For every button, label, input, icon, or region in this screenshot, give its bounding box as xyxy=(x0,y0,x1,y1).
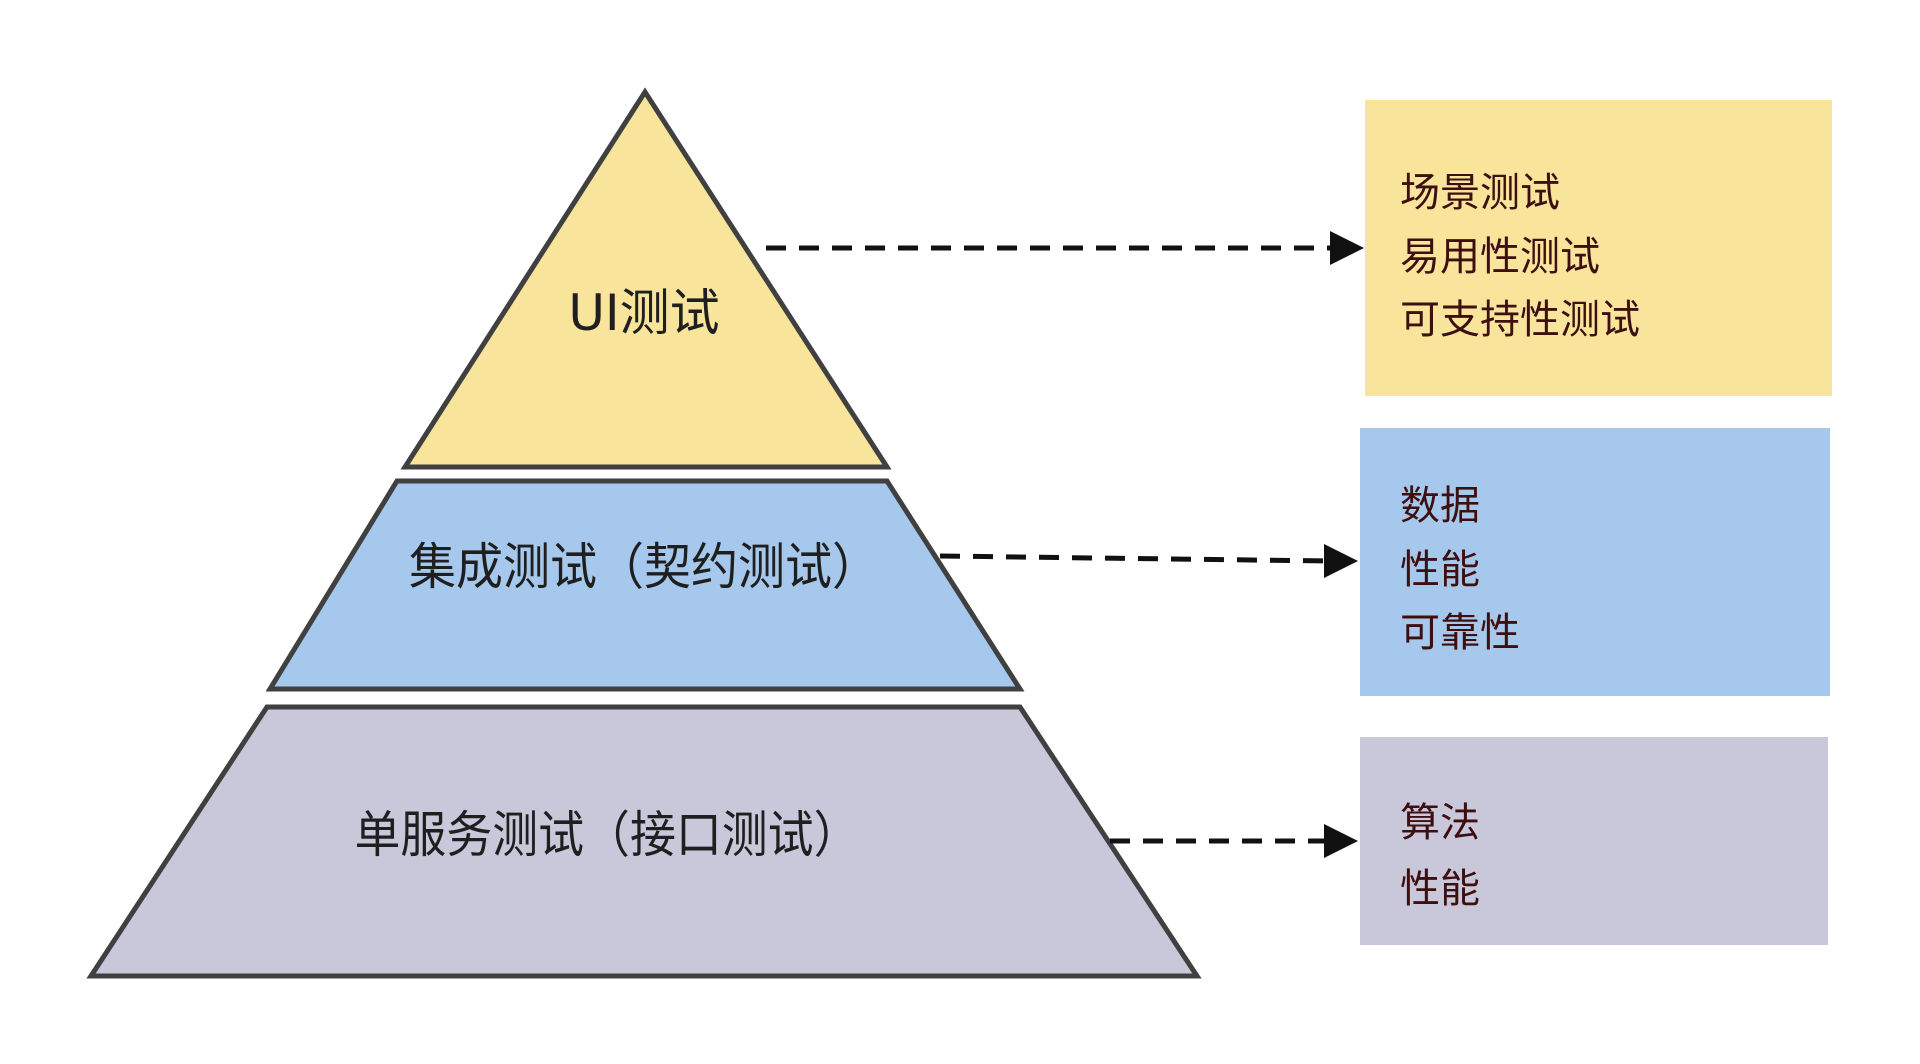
pyramid-tier-integration xyxy=(265,478,1025,692)
detail-box-single-service xyxy=(1360,737,1828,945)
arrow-head-icon xyxy=(1330,231,1364,265)
tier-label-integration: 集成测试（契约测试） xyxy=(409,538,879,596)
tier-label-single-service: 单服务测试（接口测试） xyxy=(355,806,860,864)
box-item: 场景测试 xyxy=(1400,170,1560,216)
arrow-head-icon xyxy=(1324,824,1358,858)
pyramid-tier-single-service xyxy=(86,704,1202,979)
box-item: 性能 xyxy=(1400,866,1480,912)
box-item: 性能 xyxy=(1400,547,1480,593)
detail-box-integration xyxy=(1360,428,1830,696)
box-item: 可靠性 xyxy=(1400,610,1520,656)
pyramid-tier-ui xyxy=(400,87,892,470)
box-item: 数据 xyxy=(1400,483,1480,529)
box-item: 算法 xyxy=(1400,800,1480,846)
box-item: 易用性测试 xyxy=(1400,234,1600,280)
connector-integration xyxy=(939,553,1331,564)
tier-label-ui: UI测试 xyxy=(568,284,719,342)
box-item: 可支持性测试 xyxy=(1400,297,1640,343)
arrow-head-icon xyxy=(1324,544,1358,578)
detail-box-ui xyxy=(1365,100,1832,396)
